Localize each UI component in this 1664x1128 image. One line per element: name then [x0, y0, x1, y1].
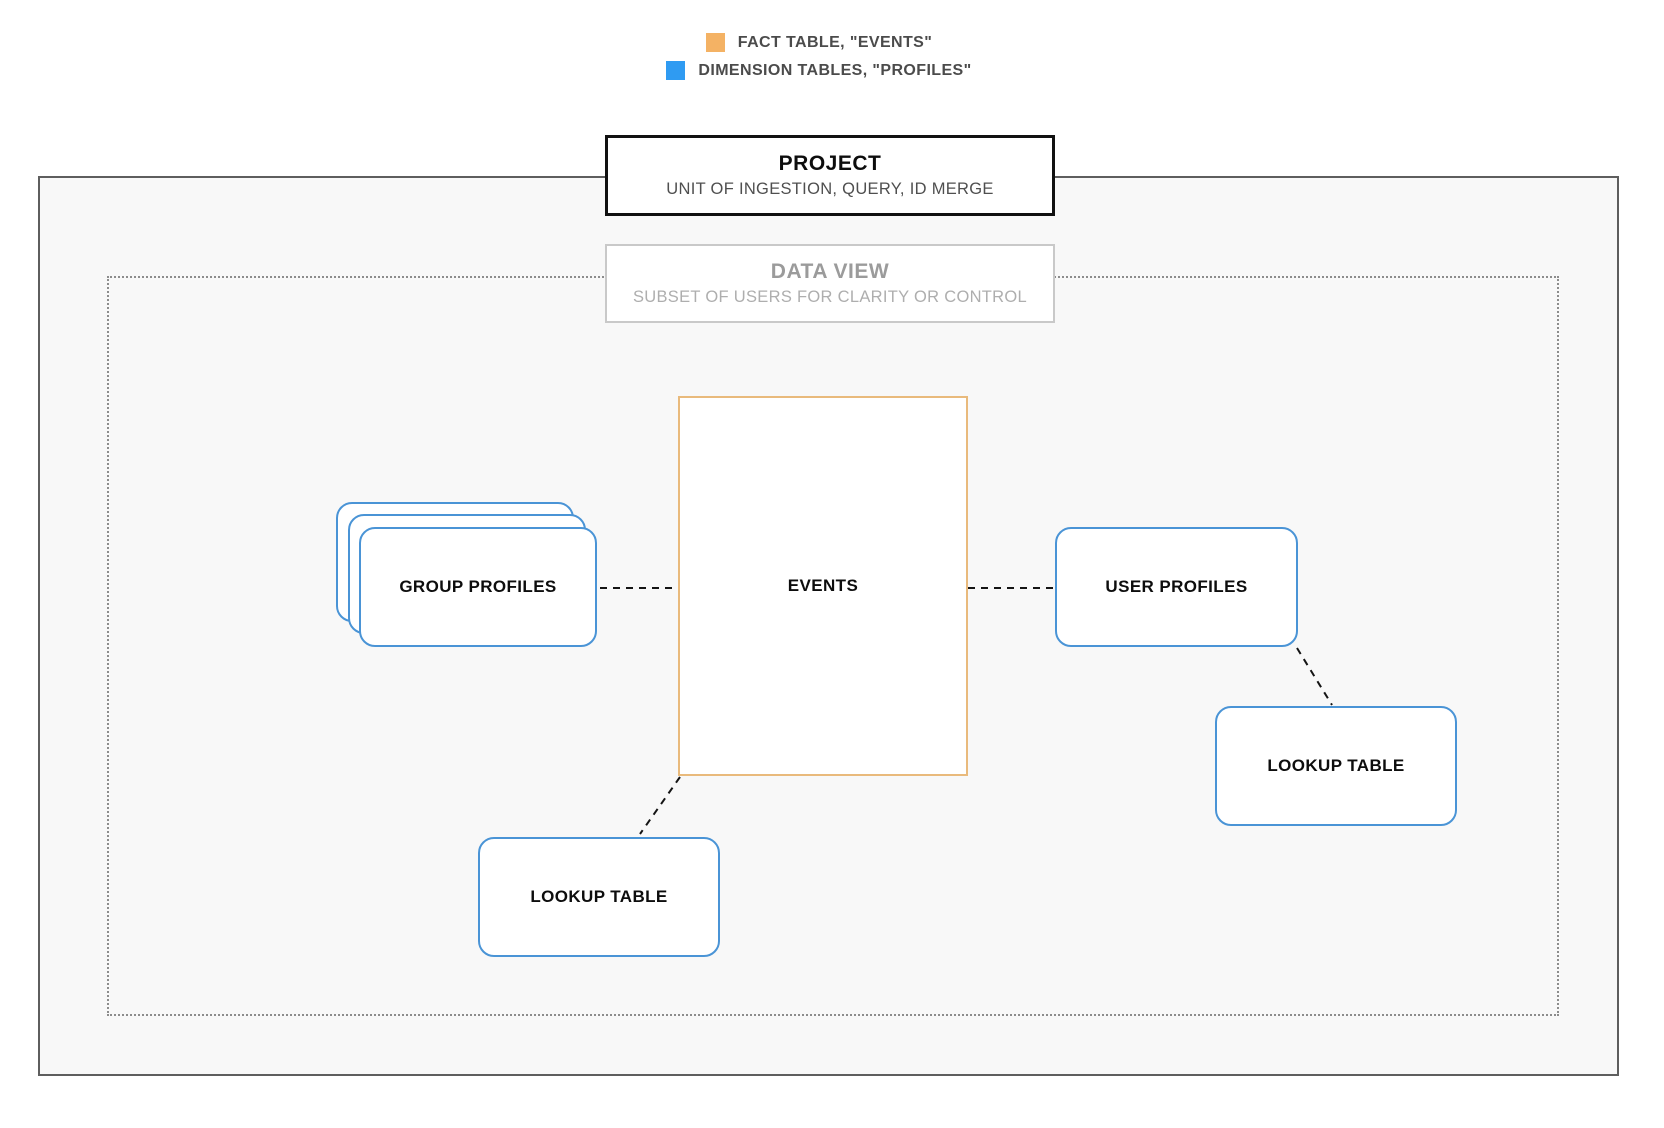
legend-label-fact-table: FACT TABLE, "EVENTS": [737, 33, 933, 51]
lookup-table-right-label: LOOKUP TABLE: [1267, 756, 1405, 775]
lookup-table-right-node: LOOKUP TABLE: [1215, 706, 1457, 826]
legend-item-fact-table: FACT TABLE, "EVENTS": [705, 33, 933, 52]
group-profiles-node: GROUP PROFILES: [359, 527, 597, 647]
user-profiles-node: USER PROFILES: [1055, 527, 1298, 647]
lookup-table-left-node: LOOKUP TABLE: [478, 837, 720, 957]
fact-table-swatch-icon: [705, 33, 725, 52]
legend-item-dimension-tables: DIMENSION TABLES, "PROFILES": [666, 61, 971, 80]
group-profiles-label: GROUP PROFILES: [399, 577, 557, 596]
legend-label-dimension-tables: DIMENSION TABLES, "PROFILES": [698, 61, 972, 79]
events-label: EVENTS: [787, 576, 859, 595]
project-title: PROJECT: [778, 152, 882, 176]
data-view-title: DATA VIEW: [770, 260, 890, 284]
project-subtitle: UNIT OF INGESTION, QUERY, ID MERGE: [666, 180, 994, 199]
events-node: EVENTS: [678, 396, 968, 776]
data-view-header-box: DATA VIEW SUBSET OF USERS FOR CLARITY OR…: [605, 244, 1055, 323]
data-view-subtitle: SUBSET OF USERS FOR CLARITY OR CONTROL: [632, 288, 1028, 307]
legend: FACT TABLE, "EVENTS" DIMENSION TABLES, "…: [0, 33, 1664, 80]
dimension-tables-swatch-icon: [666, 61, 686, 80]
user-profiles-label: USER PROFILES: [1105, 577, 1248, 596]
project-header-box: PROJECT UNIT OF INGESTION, QUERY, ID MER…: [605, 135, 1055, 216]
lookup-table-left-label: LOOKUP TABLE: [530, 887, 668, 906]
